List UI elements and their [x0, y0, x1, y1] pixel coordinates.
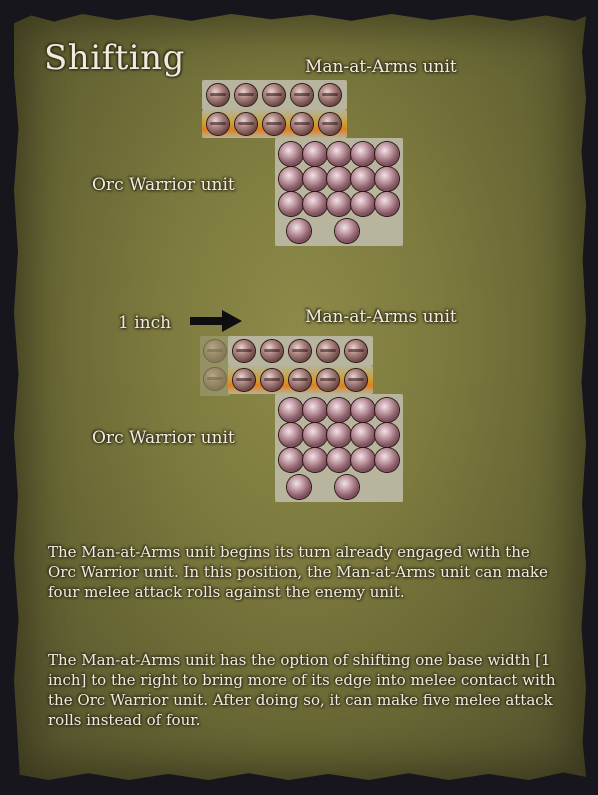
- orc-warrior-figure: [279, 142, 303, 166]
- orc-warrior-figure: [279, 448, 303, 472]
- orc-warrior-figure: [327, 423, 351, 447]
- orc-warrior-figure: [375, 142, 399, 166]
- orc-warrior-figure: [279, 423, 303, 447]
- man-at-arms-ghost-figure: [204, 340, 226, 362]
- orc-warrior-figure: [327, 142, 351, 166]
- man-at-arms-figure: [345, 369, 367, 391]
- orc-warrior-figure: [279, 167, 303, 191]
- page-title: Shifting: [44, 38, 185, 78]
- orc-warrior-label-top: Orc Warrior unit: [92, 175, 235, 195]
- orc-warrior-figure: [327, 398, 351, 422]
- man-at-arms-figure: [291, 84, 313, 106]
- orc-warrior-figure: [375, 448, 399, 472]
- man-at-arms-figure: [317, 369, 339, 391]
- man-at-arms-figure: [233, 369, 255, 391]
- man-at-arms-label-top: Man-at-Arms unit: [305, 57, 457, 77]
- man-at-arms-figure: [317, 340, 339, 362]
- orc-warrior-figure: [327, 192, 351, 216]
- orc-warrior-figure: [327, 448, 351, 472]
- orc-warrior-figure: [351, 423, 375, 447]
- orc-warrior-figure: [351, 167, 375, 191]
- man-at-arms-figure: [291, 113, 313, 135]
- man-at-arms-figure: [261, 369, 283, 391]
- orc-warrior-figure: [375, 398, 399, 422]
- man-at-arms-label-bottom: Man-at-Arms unit: [305, 307, 457, 327]
- man-at-arms-figure: [319, 84, 341, 106]
- orc-warrior-figure: [351, 398, 375, 422]
- man-at-arms-figure: [345, 340, 367, 362]
- man-at-arms-ghost-figure: [204, 368, 226, 390]
- orc-warrior-figure: [375, 167, 399, 191]
- orc-warrior-figure: [303, 448, 327, 472]
- orc-warrior-figure: [303, 167, 327, 191]
- man-at-arms-figure: [263, 84, 285, 106]
- man-at-arms-figure: [289, 369, 311, 391]
- man-at-arms-figure: [263, 113, 285, 135]
- orc-warrior-figure: [279, 192, 303, 216]
- orc-warrior-figure: [375, 423, 399, 447]
- orc-warrior-figure: [375, 192, 399, 216]
- man-at-arms-figure: [207, 84, 229, 106]
- man-at-arms-figure: [233, 340, 255, 362]
- man-at-arms-figure: [235, 84, 257, 106]
- man-at-arms-figure: [235, 113, 257, 135]
- man-at-arms-figure: [207, 113, 229, 135]
- orc-warrior-figure: [303, 192, 327, 216]
- orc-warrior-figure: [351, 192, 375, 216]
- man-at-arms-figure: [319, 113, 341, 135]
- orc-warrior-figure: [303, 142, 327, 166]
- orc-warrior-figure: [351, 142, 375, 166]
- paragraph-2: The Man-at-Arms unit has the option of s…: [48, 650, 558, 730]
- orc-warrior-figure: [327, 167, 351, 191]
- orc-warrior-figure: [287, 219, 311, 243]
- orc-warrior-figure: [351, 448, 375, 472]
- orc-warrior-figure: [287, 475, 311, 499]
- orc-warrior-label-bottom: Orc Warrior unit: [92, 428, 235, 448]
- paragraph-1: The Man-at-Arms unit begins its turn alr…: [48, 542, 558, 602]
- orc-warrior-figure: [303, 423, 327, 447]
- shift-distance-label: 1 inch: [118, 313, 171, 333]
- arrow-right-icon: [188, 308, 244, 334]
- orc-warrior-figure: [303, 398, 327, 422]
- orc-warrior-figure: [279, 398, 303, 422]
- orc-warrior-figure: [335, 475, 359, 499]
- orc-warrior-figure: [335, 219, 359, 243]
- man-at-arms-figure: [289, 340, 311, 362]
- man-at-arms-figure: [261, 340, 283, 362]
